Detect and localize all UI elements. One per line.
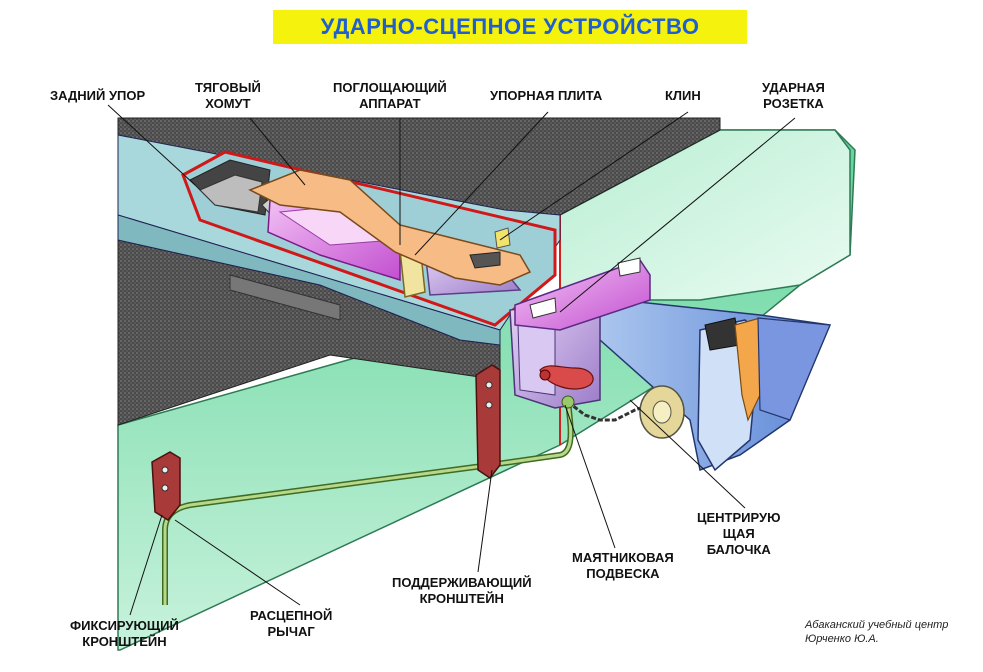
label-wedge: КЛИН <box>665 88 701 103</box>
striker-casting <box>514 257 651 331</box>
chain <box>567 400 651 422</box>
fixing-bracket-part <box>151 451 181 521</box>
label-follower-plate: УПОРНАЯ ПЛИТА <box>490 88 603 103</box>
label-rear-stop: ЗАДНИЙ УПОР <box>50 88 146 103</box>
coupler-body <box>559 299 832 472</box>
pendulum-hanger <box>539 365 594 390</box>
leader-lines <box>107 104 796 616</box>
support-bracket-part <box>475 364 501 480</box>
diagram-title: УДАРНО-СЦЕПНОЕ УСТРОЙСТВО <box>273 10 747 44</box>
lock-cap <box>639 385 685 439</box>
